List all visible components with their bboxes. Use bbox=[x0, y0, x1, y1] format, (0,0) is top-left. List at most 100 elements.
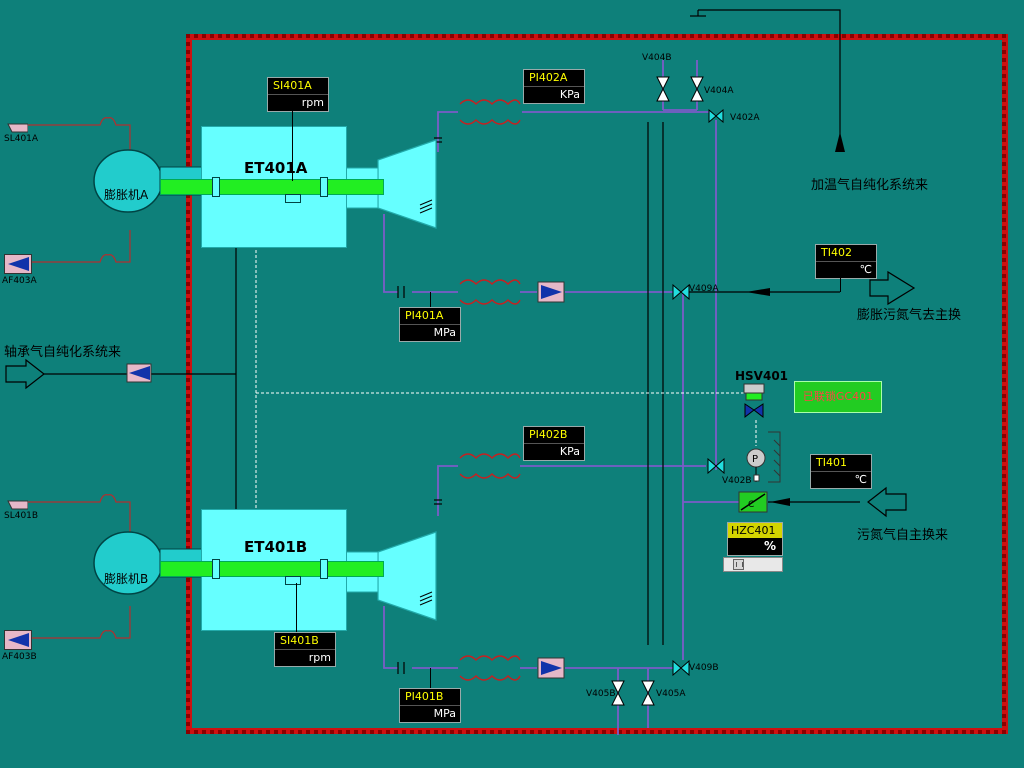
speed-sensor-a bbox=[285, 194, 301, 203]
expander-b-label: 膨胀机B bbox=[104, 572, 149, 586]
valve-arrow-icon bbox=[8, 257, 29, 271]
control-valve-icon bbox=[672, 283, 690, 301]
af403b-valve[interactable] bbox=[4, 630, 32, 650]
valve-v409b[interactable] bbox=[672, 659, 690, 677]
instrument-unit: rpm bbox=[301, 96, 324, 109]
instrument-pi402b[interactable]: PI402B KPa bbox=[523, 426, 585, 461]
gate-valve-icon bbox=[690, 76, 704, 102]
sl401a-marker[interactable] bbox=[6, 119, 29, 133]
expander-a-label: 膨胀机A bbox=[104, 188, 149, 202]
hsv401-label: HSV401 bbox=[735, 369, 789, 383]
svg-text:P: P bbox=[752, 454, 758, 465]
bearing-a-2 bbox=[320, 177, 328, 197]
gc401-interlock-button[interactable]: 已联锁GC401 bbox=[794, 381, 882, 413]
control-valve-hzc401[interactable]: C bbox=[738, 491, 768, 513]
level-marker-icon bbox=[7, 123, 29, 133]
shaft-a bbox=[160, 179, 384, 195]
instrument-unit: ℃ bbox=[854, 473, 867, 486]
control-valve-icon bbox=[672, 659, 690, 677]
valve-v404a[interactable] bbox=[690, 76, 704, 102]
af403b-label: AF403B bbox=[2, 652, 37, 662]
bearing-b-1 bbox=[212, 559, 220, 579]
instrument-si401b[interactable]: SI401B rpm bbox=[274, 632, 336, 667]
expansion-joints bbox=[459, 99, 521, 681]
instrument-ti401[interactable]: TI401 ℃ bbox=[810, 454, 872, 489]
hzc401-slider[interactable] bbox=[723, 557, 783, 572]
sl401b-label: SL401B bbox=[4, 511, 39, 521]
valve-v404b[interactable] bbox=[656, 76, 670, 102]
pi401a-connector bbox=[430, 292, 431, 307]
v405a-label: V405A bbox=[656, 689, 686, 699]
instrument-tag: SI401A bbox=[268, 78, 328, 95]
af403a-valve[interactable] bbox=[4, 254, 32, 274]
waste-in-label: 污氮气自主换来 bbox=[857, 528, 949, 543]
valve-hsv401[interactable] bbox=[743, 383, 765, 419]
v405b-label: V405B bbox=[586, 689, 616, 699]
si401a-connector bbox=[292, 111, 293, 181]
level-marker-icon bbox=[7, 500, 29, 510]
instrument-hzc401[interactable]: HZC401 % bbox=[727, 522, 783, 556]
enclosure-wall bbox=[186, 34, 1008, 734]
bearing-gas-label: 轴承气自纯化系统来 bbox=[4, 345, 122, 360]
instrument-si401a[interactable]: SI401A rpm bbox=[267, 77, 329, 112]
bearing-b-2 bbox=[320, 559, 328, 579]
instrument-unit: KPa bbox=[559, 88, 580, 101]
check-valve-b[interactable] bbox=[537, 657, 565, 679]
expanded-gas-out-arrow bbox=[869, 270, 916, 306]
v409b-label: V409B bbox=[689, 663, 719, 673]
instrument-unit: MPa bbox=[433, 707, 456, 720]
control-valve-icon bbox=[708, 108, 724, 124]
bypass-lines bbox=[235, 122, 664, 645]
signal-lines bbox=[255, 250, 757, 512]
instrument-tag: TI401 bbox=[811, 455, 871, 472]
v404a-label: V404A bbox=[704, 86, 734, 96]
bearing-gas-supply bbox=[5, 358, 236, 390]
instrument-tag: HZC401 bbox=[728, 523, 782, 538]
instrument-tag: PI402A bbox=[524, 70, 584, 87]
instrument-tag: PI401A bbox=[400, 308, 460, 325]
check-valve-a[interactable] bbox=[537, 281, 565, 303]
valve-v402b-inlet[interactable] bbox=[707, 457, 725, 475]
instrument-pi401b[interactable]: PI401B MPa bbox=[399, 688, 461, 723]
af403a-label: AF403A bbox=[2, 276, 37, 286]
process-pipes bbox=[383, 60, 748, 735]
valve-v402a[interactable] bbox=[708, 108, 724, 124]
instrument-pi401a[interactable]: PI401A MPa bbox=[399, 307, 461, 342]
control-valve-icon bbox=[707, 457, 725, 475]
valve-v405b[interactable] bbox=[611, 680, 625, 706]
valve-v405a[interactable] bbox=[641, 680, 655, 706]
v402a-label: V402A bbox=[730, 113, 760, 123]
speed-sensor-b bbox=[285, 576, 301, 585]
instrument-pi402a[interactable]: PI402A KPa bbox=[523, 69, 585, 104]
unit-a-title: ET401A bbox=[244, 159, 308, 177]
heating-gas-line bbox=[690, 9, 845, 152]
v404b-label: V404B bbox=[642, 53, 672, 63]
unit-b-title: ET401B bbox=[244, 538, 308, 556]
instrument-tag: PI401B bbox=[400, 689, 460, 706]
sl401a-label: SL401A bbox=[4, 134, 39, 144]
pi401b-connector bbox=[430, 668, 431, 688]
hzc401-slider-thumb[interactable] bbox=[733, 559, 744, 570]
instrument-unit: KPa bbox=[559, 445, 580, 458]
instrument-unit: MPa bbox=[433, 326, 456, 339]
bearing-a-1 bbox=[212, 177, 220, 197]
valve-arrow-icon bbox=[8, 633, 29, 647]
instrument-ti402[interactable]: TI402 ℃ bbox=[815, 244, 877, 279]
ti402-connector bbox=[840, 278, 841, 292]
pressure-gauge: P bbox=[746, 431, 781, 483]
instrument-tag: TI402 bbox=[816, 245, 876, 262]
instrument-unit: % bbox=[763, 539, 776, 553]
gate-valve-icon bbox=[656, 76, 670, 102]
gate-valve-icon bbox=[641, 680, 655, 706]
instrument-unit: ℃ bbox=[859, 263, 872, 276]
waste-gas-in-arrow bbox=[867, 486, 907, 518]
v409a-label: V409A bbox=[689, 284, 719, 294]
solenoid-valve-icon bbox=[743, 383, 765, 419]
valve-v409a[interactable] bbox=[672, 283, 690, 301]
gate-valve-icon bbox=[611, 680, 625, 706]
svg-text:C: C bbox=[748, 500, 754, 510]
instrument-tag: PI402B bbox=[524, 427, 584, 444]
si401b-connector bbox=[296, 583, 297, 632]
sl401b-marker[interactable] bbox=[6, 496, 29, 510]
